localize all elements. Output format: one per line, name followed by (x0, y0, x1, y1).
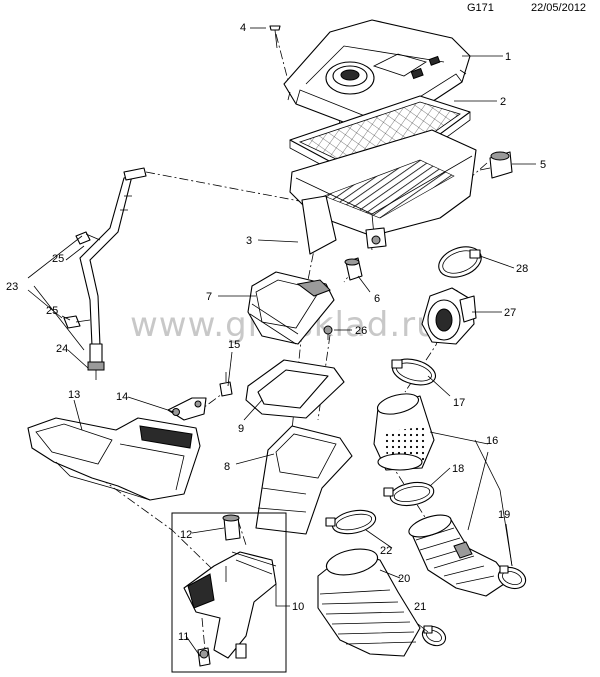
breather-hose-clip-upper (75, 231, 101, 245)
mounting-bracket (167, 397, 207, 421)
callout-numbers: 4 1 2 5 3 28 6 7 27 26 15 17 13 14 9 16 … (6, 22, 546, 643)
callout-21: 21 (414, 601, 426, 613)
inset-detail-box (171, 512, 287, 673)
callout-3: 3 (246, 235, 252, 247)
callout-4: 4 (240, 22, 246, 34)
lower-hose-clamp (325, 509, 377, 535)
maf-clamp (438, 246, 482, 278)
callout-23: 23 (6, 281, 18, 293)
callout-24: 24 (56, 343, 68, 355)
callout-14: 14 (116, 391, 128, 403)
callout-11: 11 (178, 631, 189, 643)
upper-hose-clamp (391, 358, 437, 386)
callout-5: 5 (540, 159, 546, 171)
callout-6: 6 (374, 293, 380, 305)
snorkel-clip (219, 372, 233, 397)
callout-8: 8 (224, 461, 230, 473)
right-hose-clamp (497, 565, 527, 590)
cover-screw (269, 25, 281, 49)
callout-22: 22 (380, 545, 392, 557)
callout-2: 2 (500, 96, 506, 108)
callout-10: 10 (292, 601, 304, 613)
duct-gasket (245, 359, 345, 419)
leader-lines (27, 27, 536, 657)
mass-air-flow-sensor (421, 287, 477, 345)
middle-hose-clamp (383, 481, 435, 507)
intake-duct (255, 425, 353, 535)
callout-28: 28 (516, 263, 528, 275)
callout-17: 17 (453, 397, 465, 409)
callout-27: 27 (504, 307, 516, 319)
diagram-code: G171 (467, 2, 494, 14)
air-intake-snorkel (27, 417, 201, 501)
callout-15: 15 (228, 339, 240, 351)
right-bellow-hose (408, 514, 511, 597)
valve-grommet (479, 151, 513, 179)
callout-19: 19 (498, 509, 510, 521)
housing-grommet (344, 257, 363, 281)
callout-18: 18 (452, 463, 464, 475)
callout-25-lower: 25 (46, 305, 58, 317)
resonator-duct (247, 271, 335, 345)
diagram-date: 22/05/2012 (531, 2, 587, 14)
perforated-resonator (373, 393, 435, 471)
breather-hose-clip-lower (63, 315, 91, 329)
breather-hose (79, 167, 147, 380)
callout-16: 16 (486, 435, 498, 447)
callout-12: 12 (180, 529, 192, 541)
callout-13: 13 (68, 389, 80, 401)
left-hose-clamp (421, 625, 447, 647)
callout-9: 9 (238, 423, 244, 435)
callout-1: 1 (505, 51, 511, 63)
callout-7: 7 (206, 291, 212, 303)
left-bellow-hose (317, 548, 421, 657)
air-cleaner-housing (289, 129, 477, 255)
callout-20: 20 (398, 573, 410, 585)
callout-25-upper: 25 (52, 253, 64, 265)
callout-26: 26 (355, 325, 367, 337)
retaining-clip (323, 325, 333, 340)
